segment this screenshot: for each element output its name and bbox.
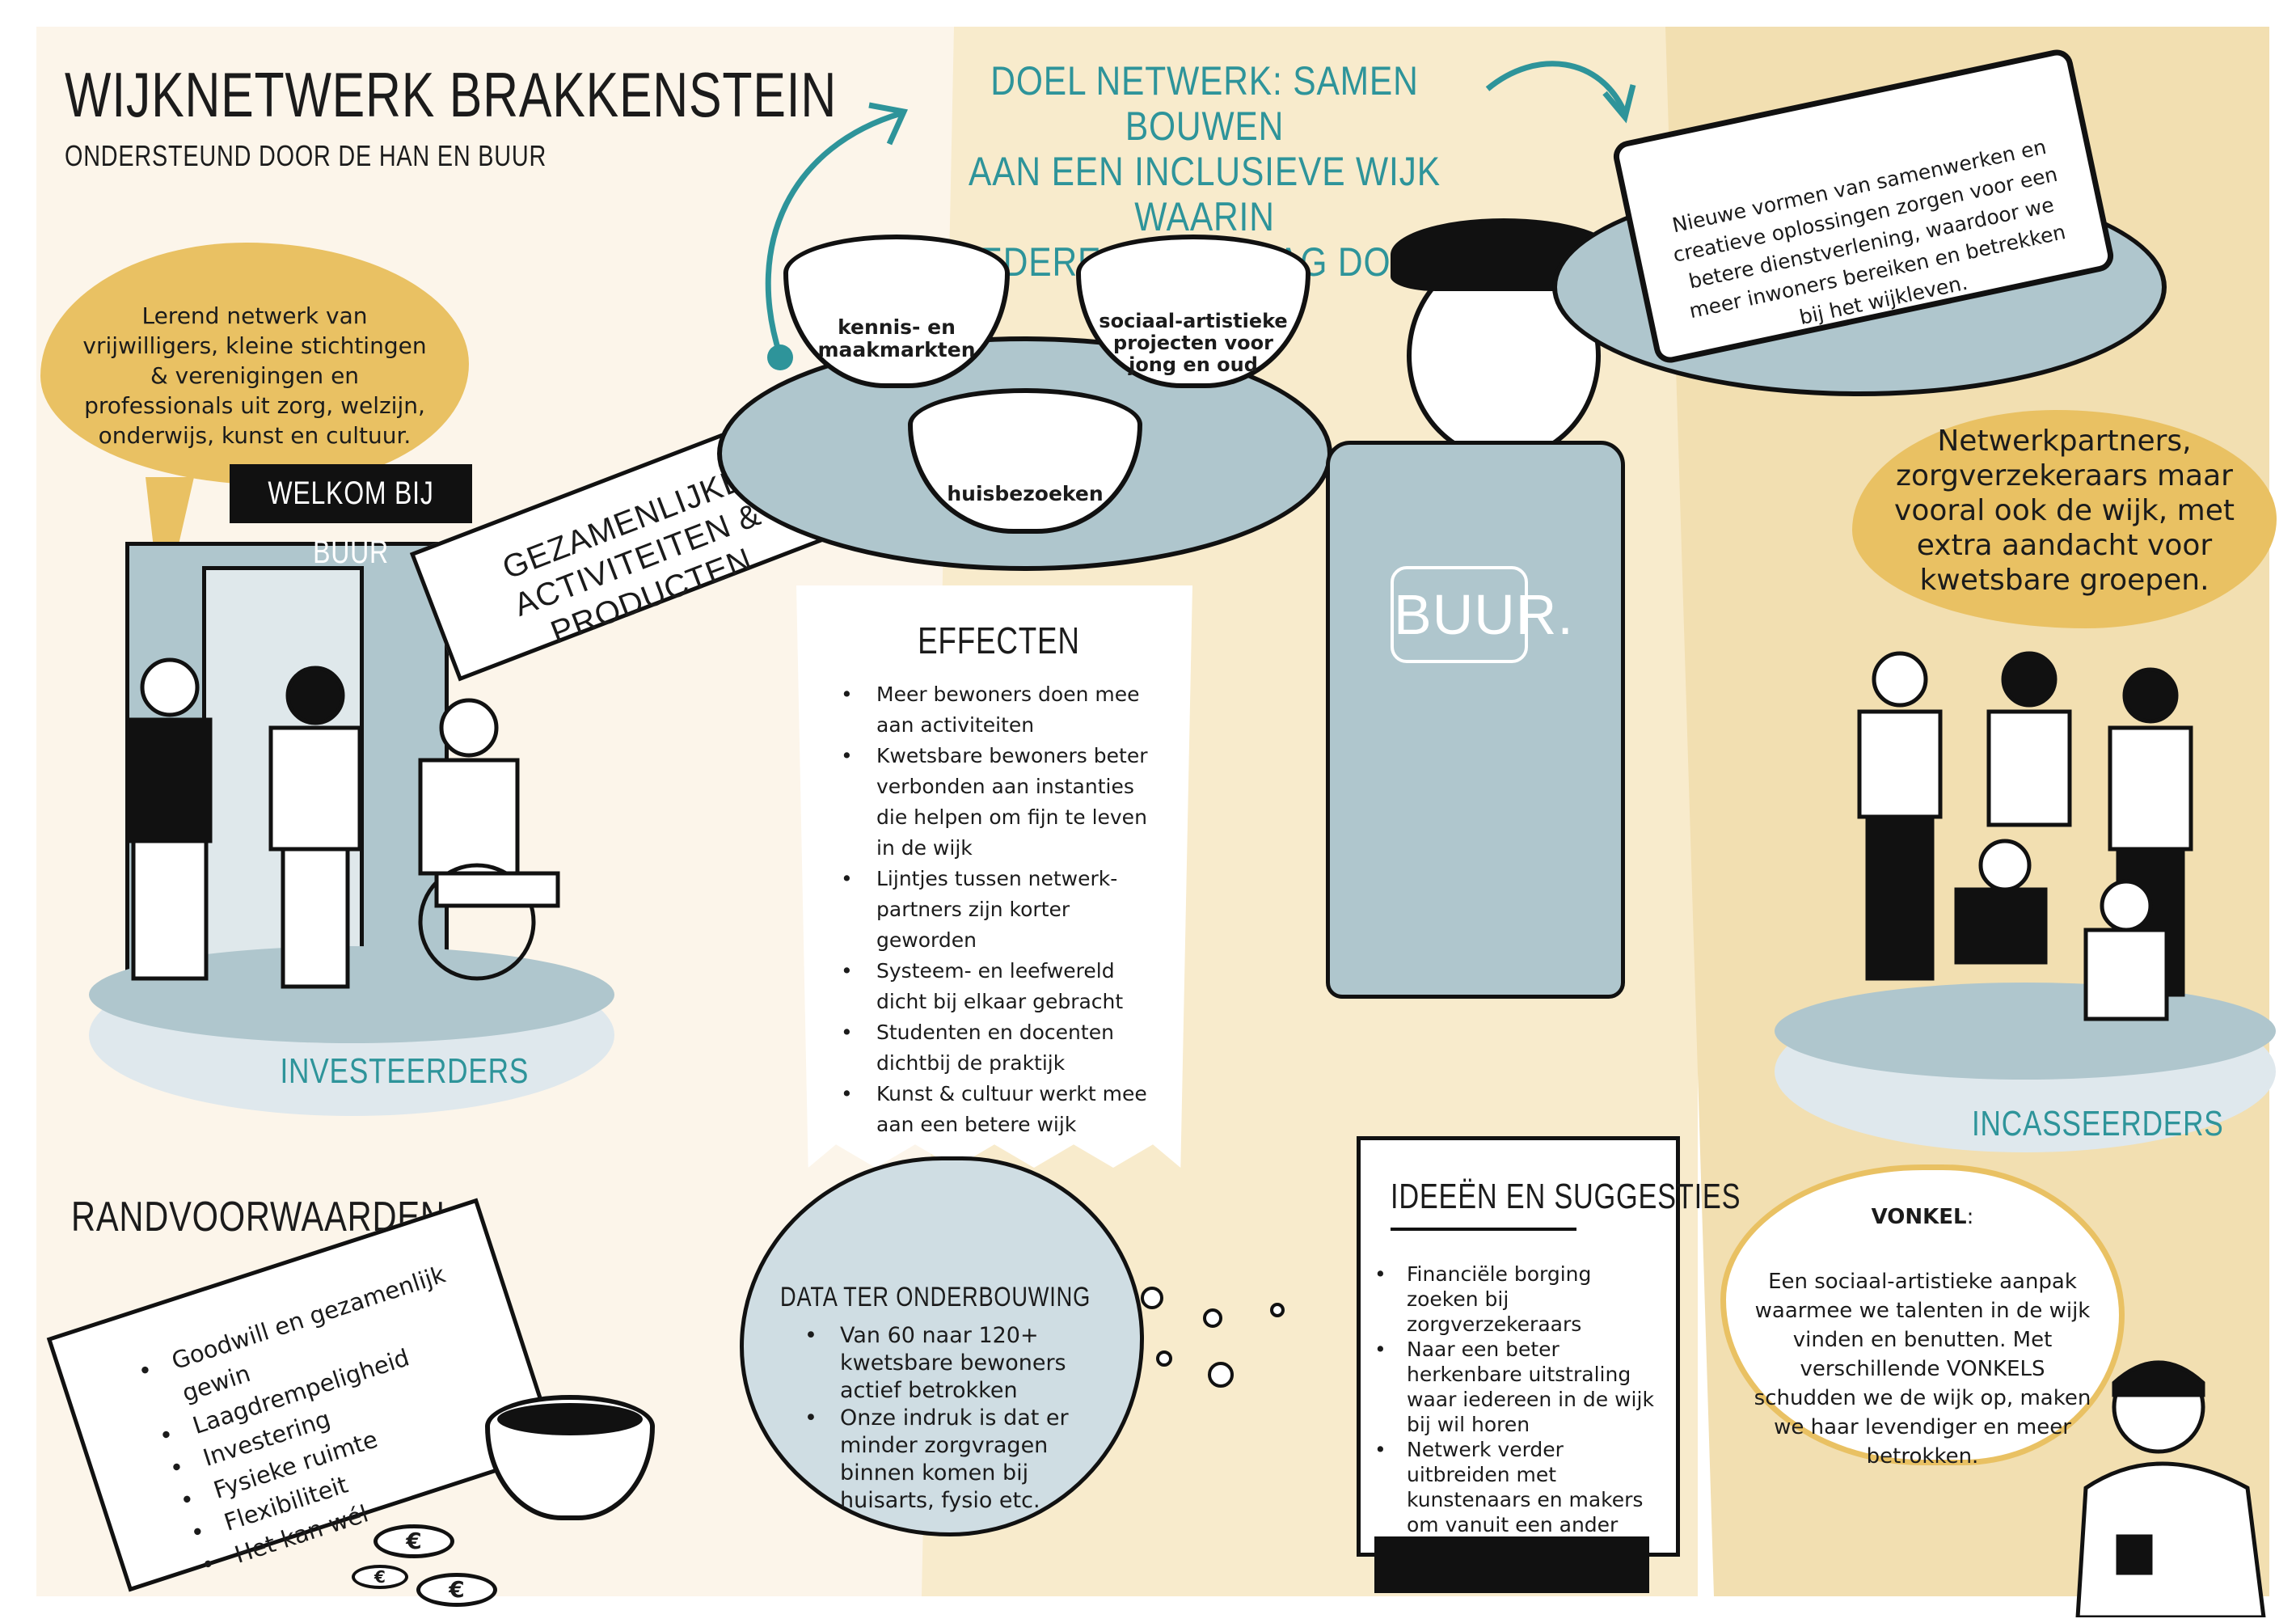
board-stand [1374, 1536, 1649, 1593]
goal-line: aan een inclusieve wijk waarin [968, 149, 1441, 239]
vonkel-heading: VONKEL: [1871, 1205, 1974, 1229]
bubble-line: kwetsbare groepen. [1919, 564, 2209, 597]
bubble-line: Lerend netwerk van [141, 302, 368, 329]
data-list: Van 60 naar 120+ kwetsbare bewoners acti… [804, 1322, 1071, 1515]
list-item: Onze indruk is dat er minder zorgvragen … [804, 1405, 1071, 1515]
person-icon [285, 666, 345, 725]
list-item: Van 60 naar 120+ kwetsbare bewoners acti… [804, 1322, 1071, 1405]
bubble-line: & verenigingen en [150, 362, 360, 389]
bubble-line: onderwijs, kunst en cultuur. [98, 422, 412, 449]
bubble-line: vrijwilligers, kleine stichtingen [82, 332, 427, 359]
arrow-to-goal-icon [765, 110, 902, 357]
list-item: Systeem- en leefwereld dicht bij elkaar … [841, 956, 1164, 1017]
euro-coin-icon: € [374, 1524, 454, 1558]
list-item: Meer bewoners doen mee aan activiteiten [841, 679, 1164, 741]
investeerders-people-illustration [127, 657, 560, 989]
coffee-icon [497, 1403, 643, 1435]
bubble-line: professionals uit zorg, welzijn, [84, 392, 425, 419]
bubble-line: extra aandacht voor [1916, 529, 2213, 562]
page-subtitle: Ondersteund door de HAN en BUUR [65, 139, 547, 172]
cookie-crumbs-icon [1141, 1287, 1285, 1388]
goal-line: Doel netwerk: samen bouwen [990, 58, 1419, 149]
list-item: Lijntjes tussen netwerk-partners zijn ko… [841, 864, 1164, 956]
person-wheelchair-icon [439, 698, 499, 758]
effecten-list: Meer bewoners doen mee aan activiteiten … [841, 679, 1164, 1140]
list-item: Studenten en docenten dichtbij de prakti… [841, 1017, 1164, 1079]
data-title: Data ter onderbouwing [780, 1282, 1091, 1312]
page-title: Wijknetwerk Brakkenstein [65, 59, 838, 130]
title-underline [1391, 1228, 1576, 1231]
welkom-sign: Welkom bij BUUR [230, 464, 472, 570]
vonkel-text: Een sociaal-artistieke aanpak waarmee we… [1754, 1270, 2091, 1469]
platform-top [1775, 983, 2276, 1080]
investeerders-bubble: Lerend netwerk van vrijwilligers, kleine… [40, 243, 469, 485]
euro-coin-icon: € [416, 1573, 497, 1607]
arrowhead-icon [1602, 84, 1636, 124]
arrow-dot-icon [767, 344, 793, 370]
list-item: Financiële borging zoeken bij zorgverzek… [1374, 1262, 1665, 1337]
investeerders-label: Investeerders [280, 1051, 530, 1091]
bubble-line: zorgverzekeraars maar [1896, 459, 2233, 492]
list-item: Kunst & cultuur werkt mee aan een betere… [841, 1079, 1164, 1140]
effecten-title: Effecten [918, 619, 1080, 661]
euro-coin-icon: € [352, 1565, 408, 1589]
arrow-to-cake-icon [1485, 61, 1628, 115]
incasseerders-label: Incasseerders [1971, 1104, 2224, 1143]
ideeen-title: Ideeën en suggesties [1391, 1177, 1741, 1216]
bubble-line: Netwerkpartners, [1937, 425, 2192, 458]
arrowhead-icon [868, 102, 909, 146]
bubble-line: vooral ook de wijk, met [1894, 494, 2235, 527]
incasseerders-bubble: Netwerkpartners, zorgverzekeraars maar v… [1852, 410, 2277, 628]
incasseerders-people-illustration [1857, 651, 2193, 1021]
list-item: Naar een beter herkenbare uitstraling wa… [1374, 1337, 1665, 1437]
man-with-cup-illustration [2075, 1360, 2266, 1617]
cup-sociaal-artistieke-projecten: sociaal-artistieke projecten voor jong e… [1076, 235, 1310, 388]
list-item: Kwetsbare bewoners beter verbonden aan i… [841, 741, 1164, 864]
apron-buur-logo: BUUR. [1391, 566, 1573, 663]
vonkel-cloud: VONKEL: Een sociaal-artistieke aanpak wa… [1720, 1164, 2125, 1469]
buur-apron [1326, 441, 1625, 999]
person-icon [140, 657, 200, 717]
